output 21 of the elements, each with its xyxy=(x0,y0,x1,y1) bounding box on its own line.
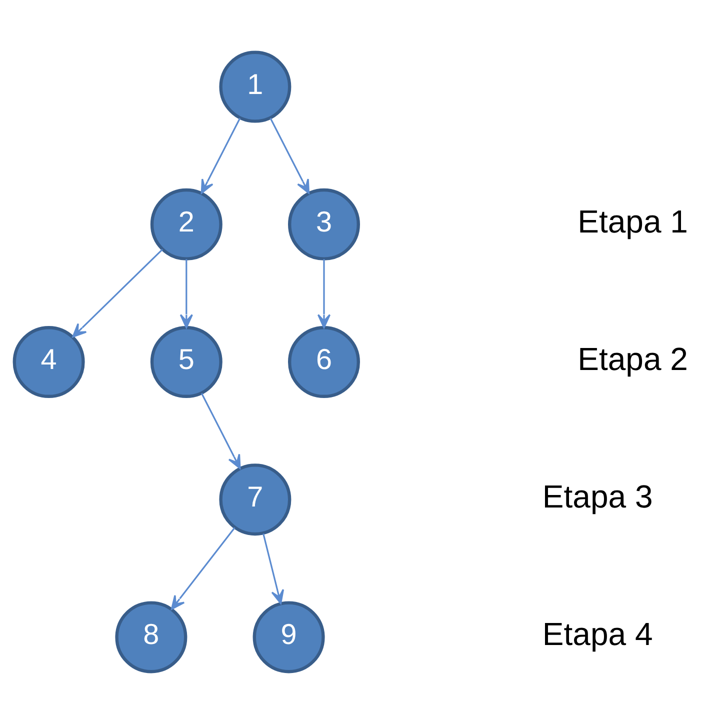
node-circle: 4 xyxy=(12,326,85,398)
node-circle: 8 xyxy=(115,600,188,673)
arrow xyxy=(270,117,310,194)
label: Etapa 3 xyxy=(542,478,653,514)
arrow xyxy=(170,526,236,610)
arrow xyxy=(262,533,284,604)
node-circle: 1 xyxy=(219,50,292,122)
node-circle: 9 xyxy=(252,600,325,673)
node-circle: 2 xyxy=(150,188,222,260)
arrow xyxy=(317,258,331,328)
node-circle: 6 xyxy=(288,326,360,398)
label: Etapa 1 xyxy=(578,202,688,239)
arrow xyxy=(200,392,241,469)
label: Etapa 2 xyxy=(578,340,688,376)
label: Etapa 4 xyxy=(542,616,653,652)
arrow xyxy=(200,117,241,194)
arrow xyxy=(180,258,193,328)
arrow xyxy=(72,248,163,338)
node-circle: 3 xyxy=(288,188,360,260)
node-circle: 5 xyxy=(150,326,222,398)
node-circle: 7 xyxy=(219,463,292,536)
